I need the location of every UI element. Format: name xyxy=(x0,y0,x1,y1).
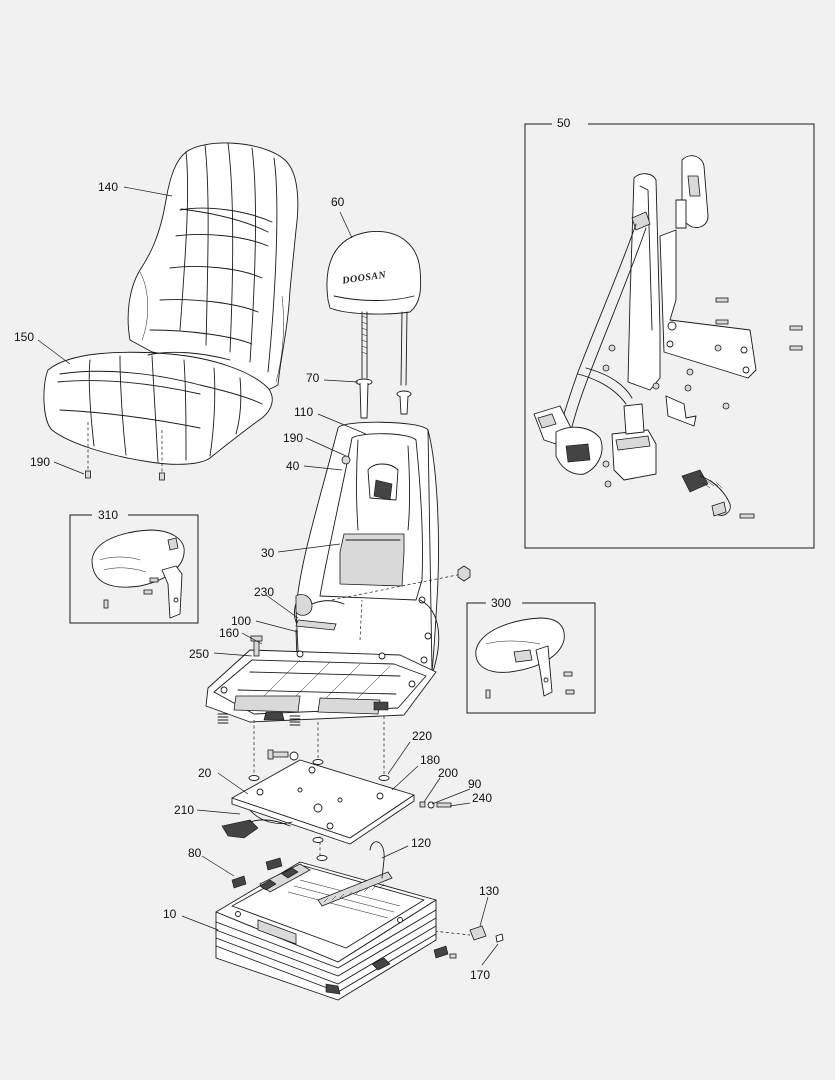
armrest-right xyxy=(475,617,575,699)
cushion-screws xyxy=(85,422,165,481)
label-310: 310 xyxy=(98,508,118,522)
label-300: 300 xyxy=(491,596,511,610)
label-70: 70 xyxy=(306,371,320,385)
label-120: 120 xyxy=(411,836,431,850)
label-180: 180 xyxy=(420,753,440,767)
label-50: 50 xyxy=(557,116,571,130)
label-250: 250 xyxy=(189,647,209,661)
label-90: 90 xyxy=(468,777,482,791)
label-170: 170 xyxy=(470,968,490,982)
headrest: DOOSAN xyxy=(326,230,422,386)
release-handle xyxy=(221,819,291,839)
label-30: 30 xyxy=(261,546,275,560)
headrest-guides xyxy=(355,378,412,419)
label-200: 200 xyxy=(438,766,458,780)
armrest-left xyxy=(91,529,185,619)
seat-frame xyxy=(205,619,437,726)
label-80: 80 xyxy=(188,846,202,860)
label-110: 110 xyxy=(294,405,313,419)
label-10: 10 xyxy=(163,907,177,921)
suspension-base xyxy=(215,841,437,1001)
callout-labels: 140 150 190 60 70 110 190 40 30 230 100 … xyxy=(14,116,571,982)
label-150: 150 xyxy=(14,330,34,344)
label-240: 240 xyxy=(472,791,492,805)
frame-nut xyxy=(457,565,471,582)
label-130: 130 xyxy=(479,884,499,898)
label-220: 220 xyxy=(412,729,432,743)
backrest-frame xyxy=(293,421,440,691)
mounting-plate xyxy=(231,759,415,845)
label-230: 230 xyxy=(254,585,274,599)
detail-box-300 xyxy=(466,602,596,714)
label-160: 160 xyxy=(219,626,239,640)
washers xyxy=(248,759,390,861)
detail-box-310 xyxy=(69,514,199,624)
label-20: 20 xyxy=(198,766,212,780)
label-60: 60 xyxy=(331,195,345,209)
adjuster-clips xyxy=(231,857,283,889)
seat-belt-assembly xyxy=(533,155,803,519)
leader-lines xyxy=(37,186,499,966)
label-40: 40 xyxy=(286,459,300,473)
label-100: 100 xyxy=(231,614,251,628)
label-210: 210 xyxy=(174,803,194,817)
label-190-cushion: 190 xyxy=(30,455,50,469)
detail-box-50 xyxy=(524,123,815,549)
seat-cushion xyxy=(43,351,273,465)
label-140: 140 xyxy=(98,180,118,194)
label-190-frame: 190 xyxy=(283,431,303,445)
stop-block xyxy=(433,925,504,959)
